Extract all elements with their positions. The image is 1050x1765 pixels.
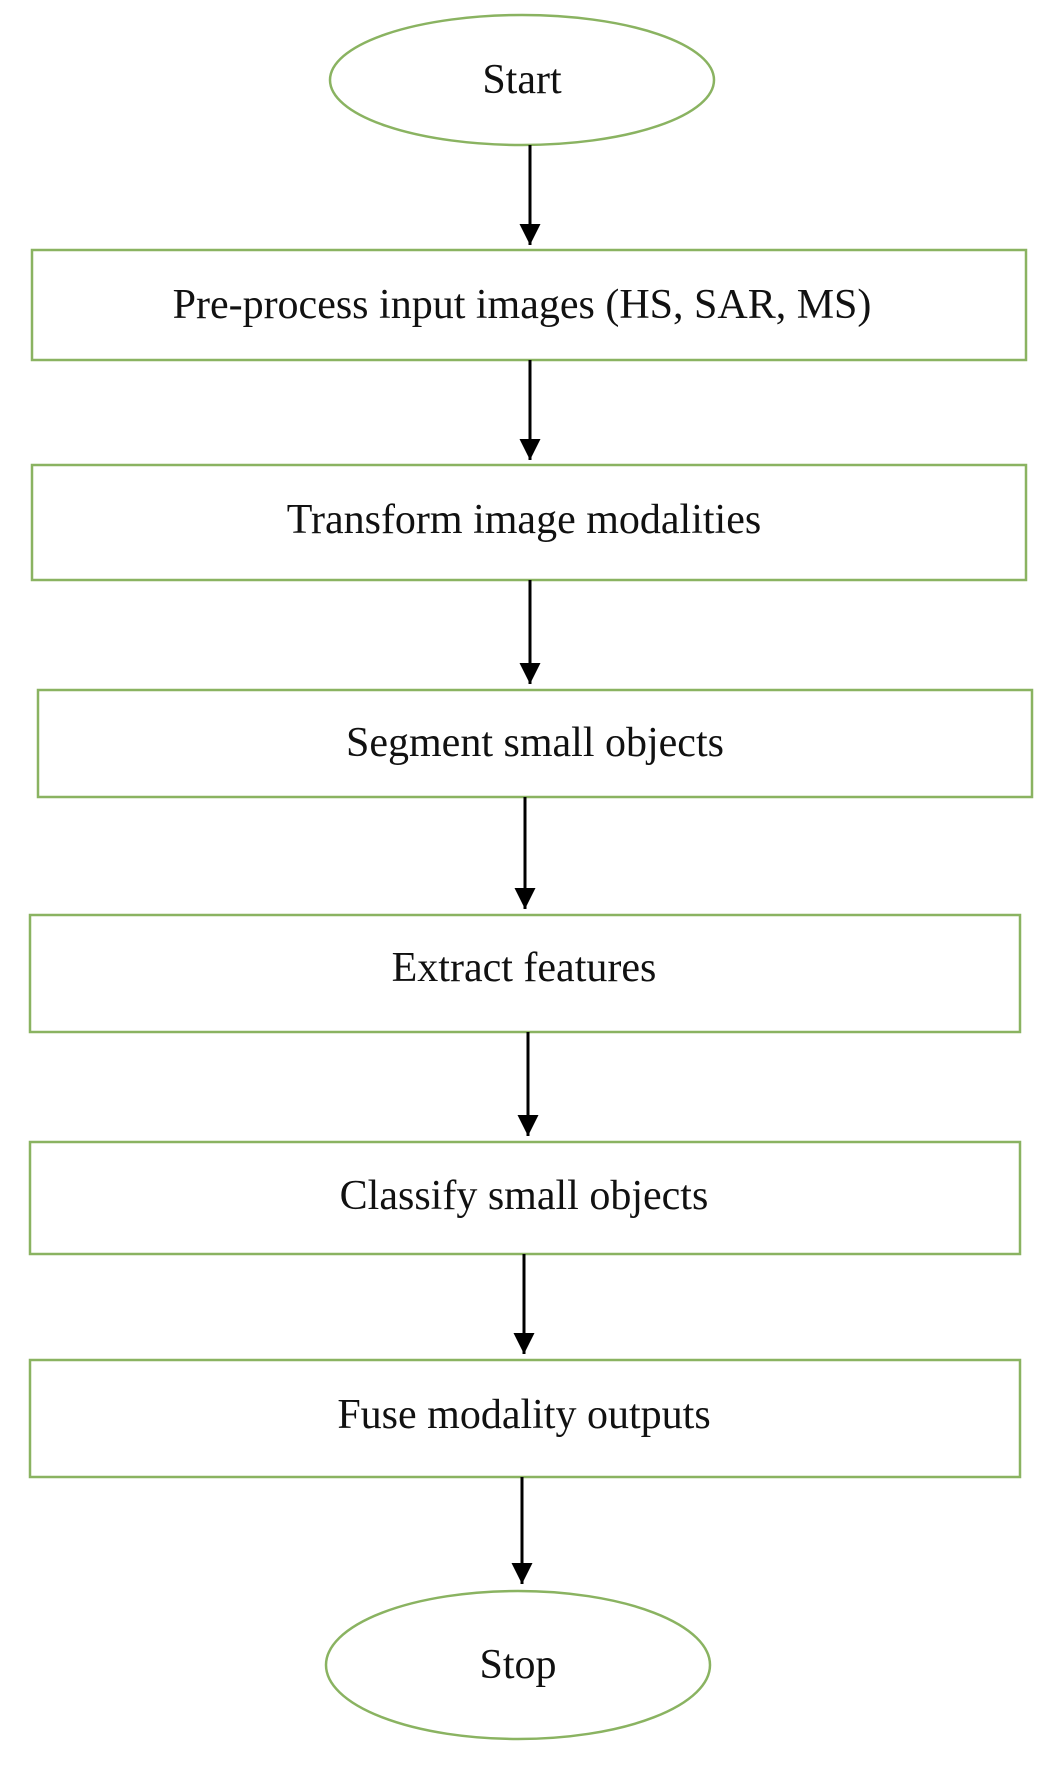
step-extract-label: Extract features — [392, 945, 657, 991]
stop-node: Stop — [324, 1589, 712, 1741]
step-transform-label: Transform image modalities — [287, 497, 761, 543]
step-transform: Transform image modalities — [30, 463, 1028, 582]
step-preprocess: Pre-process input images (HS, SAR, MS) — [30, 248, 1028, 362]
step-extract-box — [28, 913, 1022, 1034]
step-fuse-label: Fuse modality outputs — [337, 1392, 710, 1438]
step-preprocess-label: Pre-process input images (HS, SAR, MS) — [173, 282, 872, 328]
step-fuse-box — [28, 1358, 1022, 1479]
step-classify-box — [28, 1140, 1022, 1256]
step-segment: Segment small objects — [36, 688, 1034, 799]
start-label: Start — [482, 57, 562, 103]
step-fuse: Fuse modality outputs — [28, 1358, 1022, 1479]
start-node: Start — [328, 13, 716, 147]
step-extract: Extract features — [28, 913, 1022, 1034]
step-segment-box — [36, 688, 1034, 799]
step-classify-label: Classify small objects — [340, 1173, 709, 1219]
stop-ellipse — [324, 1589, 712, 1741]
step-classify: Classify small objects — [28, 1140, 1022, 1256]
step-segment-label: Segment small objects — [346, 720, 724, 766]
stop-label: Stop — [479, 1642, 556, 1688]
start-ellipse — [328, 13, 716, 147]
step-preprocess-box — [30, 248, 1028, 362]
